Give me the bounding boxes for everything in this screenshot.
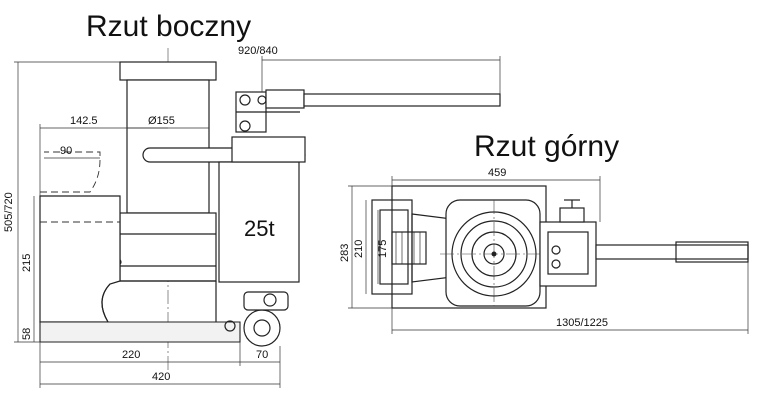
dim-handle-length: 920/840	[238, 45, 278, 57]
toe-ribs	[391, 231, 427, 265]
dim-lift-depth: 90	[60, 145, 72, 157]
dim-wheel-width: 70	[256, 349, 268, 361]
capacity-label: 25t	[244, 216, 275, 241]
dim-top-depth-inner: 175	[377, 240, 389, 258]
top-valve	[559, 207, 585, 223]
pump-body	[231, 136, 306, 163]
pump-handle	[303, 93, 501, 107]
wheel-bracket	[243, 291, 289, 311]
side-view: Rzut boczny 25t	[3, 10, 501, 388]
dim-top-depth-outer: 283	[339, 244, 351, 262]
oil-reservoir	[218, 161, 300, 283]
dim-toe-height: 215	[21, 254, 33, 272]
extended-toe-outline	[40, 151, 101, 193]
side-view-title: Rzut boczny	[86, 10, 251, 43]
dim-toe-length: 220	[122, 349, 140, 361]
dim-top-total-length: 1305/1225	[556, 317, 608, 329]
dim-base-height: 58	[21, 328, 33, 340]
jack-toe	[39, 195, 121, 323]
base-wheel	[243, 309, 281, 347]
dim-top-width: 459	[488, 167, 506, 179]
jack-ram	[126, 79, 210, 214]
jack-base	[39, 321, 241, 343]
jack-saddle	[119, 61, 217, 81]
handle-socket	[265, 89, 305, 109]
dim-top-depth-mid: 210	[353, 240, 365, 258]
dim-diameter: Ø155	[148, 115, 175, 127]
dim-offset: 142.5	[70, 115, 98, 127]
top-view: Rzut górny	[339, 130, 749, 334]
top-handle	[595, 244, 749, 260]
dim-height-range: 505/720	[3, 192, 15, 232]
jack-cylinder	[119, 212, 217, 282]
dim-overall-length: 420	[152, 371, 170, 383]
top-view-title: Rzut górny	[474, 130, 619, 163]
